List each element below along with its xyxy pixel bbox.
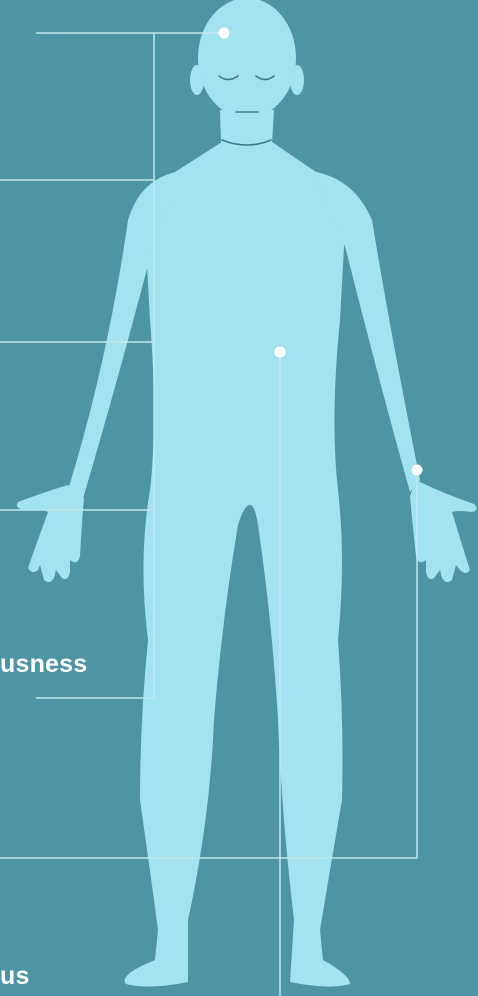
bottom-label: us — [0, 962, 30, 991]
right-hand — [410, 480, 477, 582]
torso-and-legs — [125, 142, 350, 987]
right-ear — [290, 65, 304, 95]
human-figure — [17, 0, 477, 987]
head — [198, 0, 296, 118]
head-marker-dot — [219, 28, 230, 39]
abdomen-marker-dot — [275, 347, 286, 358]
wrist-marker-dot — [412, 465, 423, 476]
left-hand — [17, 485, 84, 582]
left-ear — [190, 65, 204, 95]
consciousness-label: usness — [0, 650, 87, 679]
